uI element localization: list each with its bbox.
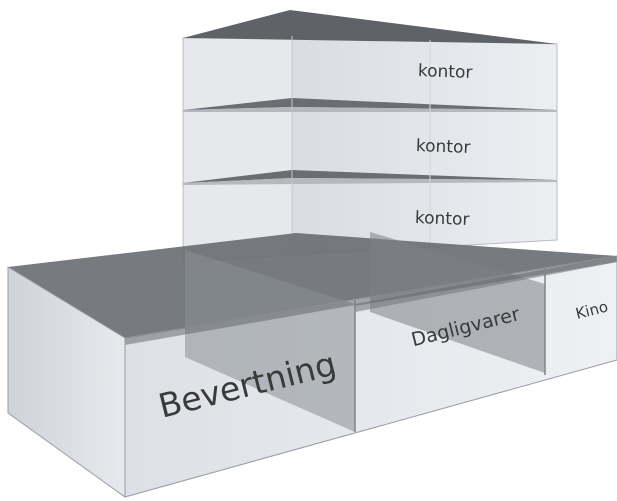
- podium-roof: [8, 233, 617, 338]
- floor-slab-upper-edge: [183, 107, 557, 112]
- partition-wall-restaurant: [185, 250, 355, 432]
- floor-slab-lower: [183, 170, 557, 183]
- podium-roof-front-edge-right: [355, 256, 617, 306]
- podium: [7, 232, 617, 498]
- label-office-bottom: kontor: [415, 208, 470, 230]
- partition-wall-groceries: [370, 232, 545, 373]
- tower-left-face: [182, 35, 293, 263]
- office-tower: [182, 10, 558, 263]
- tower-roof: [183, 10, 557, 44]
- label-office-middle: kontor: [416, 136, 471, 158]
- podium-roof-front-edge: [125, 300, 355, 345]
- floor-slab-lower-edge: [183, 178, 557, 185]
- label-office-top: kontor: [418, 61, 473, 83]
- floor-slab-upper: [183, 98, 557, 110]
